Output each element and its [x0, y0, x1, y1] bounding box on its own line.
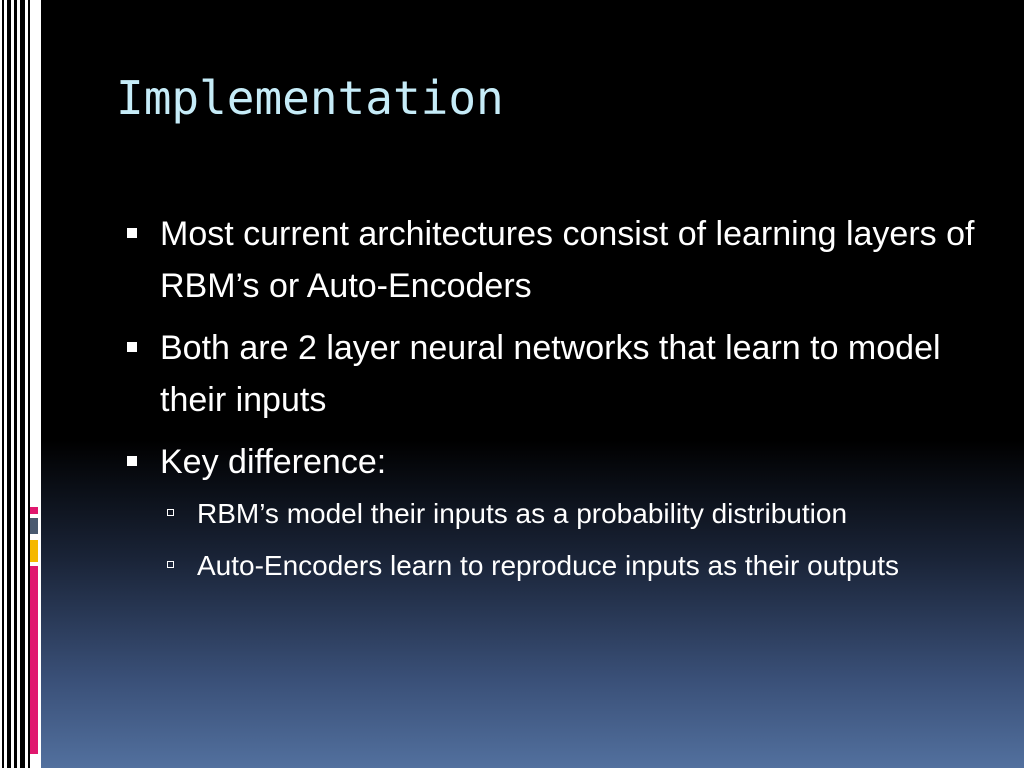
hollow-square-bullet-icon: [167, 561, 174, 568]
square-bullet-icon: [127, 228, 137, 238]
bullet-item: Both are 2 layer neural networks that le…: [125, 322, 975, 426]
sub-bullet-text: RBM’s model their inputs as a probabilit…: [197, 498, 848, 529]
decorative-stripe: [14, 0, 17, 768]
bullet-item: Key difference:: [125, 436, 975, 488]
slide-body: Most current architectures consist of le…: [125, 208, 975, 596]
square-bullet-icon: [127, 342, 137, 352]
decorative-stripe: [7, 0, 11, 768]
sub-bullet-item: RBM’s model their inputs as a probabilit…: [162, 492, 975, 536]
accent-bar-gray: [30, 518, 38, 534]
sub-bullet-list: RBM’s model their inputs as a probabilit…: [125, 492, 975, 588]
square-bullet-icon: [127, 456, 137, 466]
accent-bar-pink: [30, 566, 38, 754]
accent-bar-yellow: [30, 540, 38, 562]
decorative-stripe: [20, 0, 25, 768]
bullet-text: Most current architectures consist of le…: [160, 215, 975, 305]
sub-bullet-text: Auto-Encoders learn to reproduce inputs …: [197, 550, 899, 581]
accent-bar-pink-top: [30, 507, 38, 514]
hollow-square-bullet-icon: [167, 509, 174, 516]
decorative-stripe: [28, 0, 30, 768]
decorative-stripe: [2, 0, 4, 768]
decorative-left-strip: [0, 0, 41, 768]
sub-bullet-item: Auto-Encoders learn to reproduce inputs …: [162, 544, 975, 588]
slide-title: Implementation: [116, 71, 504, 125]
bullet-item: Most current architectures consist of le…: [125, 208, 975, 312]
bullet-text: Key difference:: [160, 443, 387, 481]
bullet-text: Both are 2 layer neural networks that le…: [160, 329, 941, 419]
